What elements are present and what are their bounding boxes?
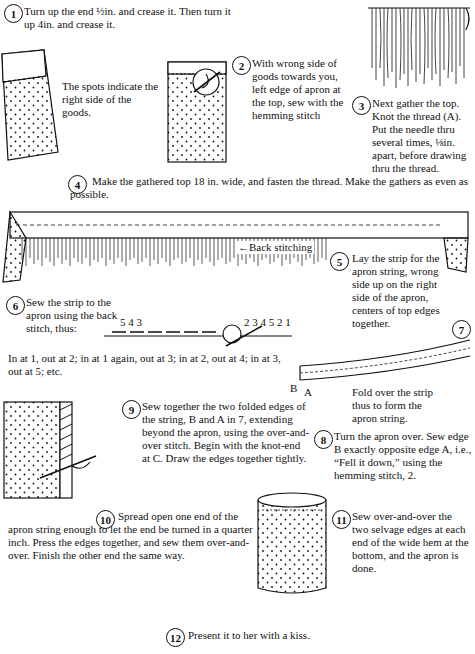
step-number-circle: 5	[330, 252, 349, 271]
step-number-circle: 3	[352, 96, 371, 115]
step-number: 9	[129, 404, 135, 416]
step-number-circle: 10	[96, 510, 115, 529]
step-number: 1	[11, 8, 17, 20]
step-number: 3	[359, 100, 365, 112]
instruction-text: In at 1, out at 2; in at 1 again, out at…	[8, 352, 283, 378]
step-number-circle: 8	[314, 430, 333, 449]
instruction-text: Sew the strip to the apron using the bac…	[26, 296, 118, 335]
step-number-circle: 2	[232, 56, 251, 75]
instruction-text: Spread open one end of the apron string …	[8, 510, 253, 562]
step-number: 8	[321, 434, 327, 446]
step-number-circle: 12	[166, 628, 185, 647]
step-number: 11	[336, 514, 346, 526]
instruction-text: Make the gathered top 18 in. wide, and f…	[70, 175, 470, 201]
step-number: 12	[170, 632, 181, 644]
note-text: The spots indicate the right side of the…	[62, 80, 162, 119]
step-number-circle: 9	[122, 400, 141, 419]
figure-label: ←Back stitching	[236, 241, 314, 254]
step-number-circle: 4	[68, 175, 87, 194]
stitch-numbers: 2 3 4 5 2 1	[244, 316, 324, 329]
step-number: 7	[459, 324, 465, 336]
step-number: 10	[100, 514, 111, 526]
instruction-text: Present it to her with a kiss.	[188, 629, 408, 642]
instruction-text: With wrong side of goods towards you, le…	[252, 57, 350, 122]
edge-letter: A	[304, 386, 316, 399]
stitch-numbers: 5 4 3	[120, 316, 180, 329]
step-number: 2	[239, 60, 245, 72]
step-number: 4	[75, 179, 81, 191]
instruction-text: Lay the strip for the apron string, wron…	[352, 252, 442, 330]
step-number: 6	[13, 300, 19, 312]
step-number-circle: 6	[6, 296, 25, 315]
instruction-text: Fold over the strip thus to form the apr…	[352, 386, 447, 425]
step-number-circle: 7	[452, 320, 471, 339]
instruction-text: Turn up the end ½in. and crease it. Then…	[24, 5, 234, 31]
instruction-text: Sew over-and-over the two selvage edges …	[352, 510, 470, 575]
edge-letter: B	[290, 382, 302, 395]
step-number-circle: 1	[4, 4, 23, 23]
instruction-text: Next gather the top. Knot the thread (A)…	[372, 97, 472, 175]
step-number-circle: 11	[332, 510, 351, 529]
step-number: 5	[337, 256, 343, 268]
instruction-text: Sew together the two folded edges of the…	[142, 400, 310, 465]
instruction-text: Turn the apron over. Sew edge B exactly …	[334, 430, 472, 482]
